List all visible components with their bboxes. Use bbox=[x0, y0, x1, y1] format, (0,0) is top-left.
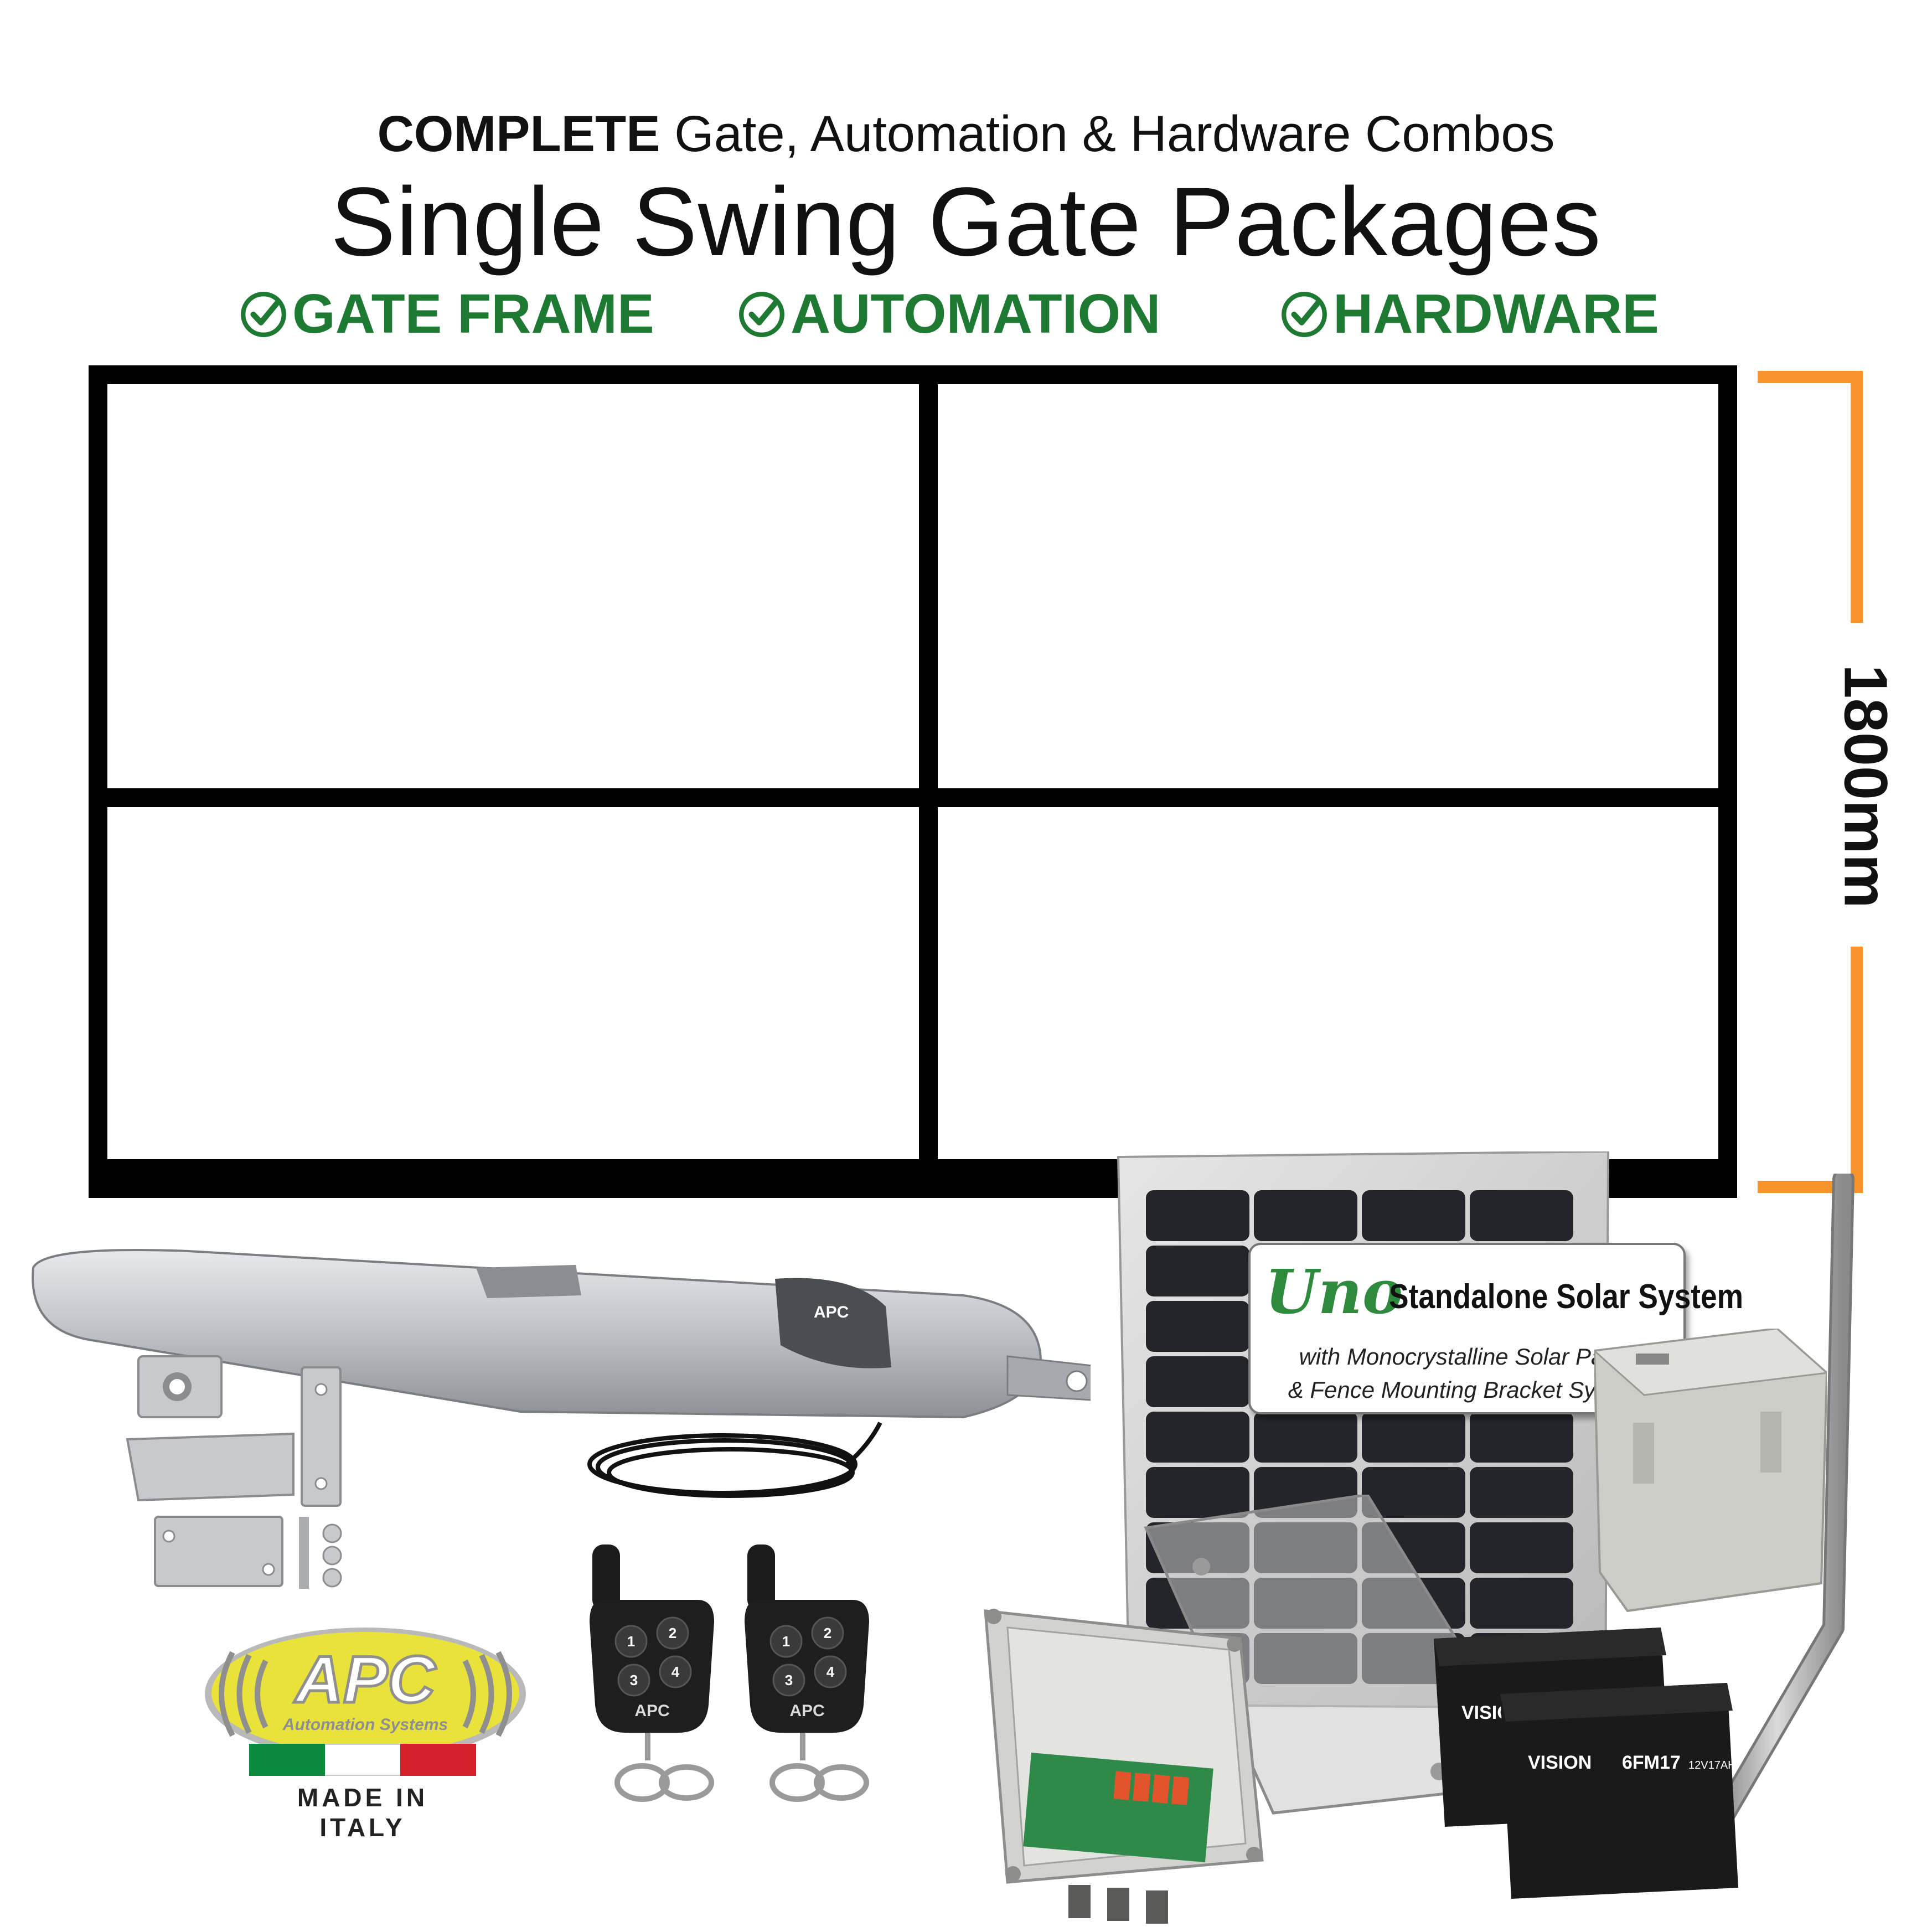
dimension-label: 1800mm bbox=[1799, 659, 1932, 913]
subtitle-rest: Gate, Automation & Hardware Combos bbox=[660, 106, 1555, 162]
check-circle-icon bbox=[241, 291, 286, 337]
remote-brand: APC bbox=[634, 1702, 669, 1720]
gate-vertical-bar bbox=[919, 384, 938, 1159]
remote-brand: APC bbox=[789, 1702, 824, 1720]
solar-cell bbox=[1146, 1301, 1249, 1352]
feature-gate-frame: GATE FRAME bbox=[238, 282, 654, 346]
dimension-value: 1800mm bbox=[1831, 664, 1900, 908]
italy-flag bbox=[249, 1744, 477, 1776]
dimension-line-upper bbox=[1851, 371, 1863, 623]
gate-horizontal-bar bbox=[107, 788, 1718, 807]
solar-cell bbox=[1146, 1190, 1249, 1241]
motor-badge-text: APC bbox=[814, 1303, 849, 1321]
feature-label: AUTOMATION bbox=[791, 283, 1161, 345]
uno-subline-1: with Monocrystalline Solar Panel bbox=[1299, 1344, 1635, 1370]
solar-cell bbox=[1470, 1522, 1573, 1573]
feature-hardware: HARDWARE bbox=[1279, 282, 1659, 346]
gate-motor-illustration: APC bbox=[32, 1249, 1091, 1419]
feature-list: GATE FRAME AUTOMATION HARDWARE bbox=[0, 282, 1932, 349]
feature-label: HARDWARE bbox=[1333, 283, 1659, 345]
remote-button-4: 4 bbox=[671, 1664, 680, 1680]
solar-cell bbox=[1146, 1246, 1249, 1296]
dimension-top-tick bbox=[1758, 371, 1863, 383]
solar-cell bbox=[1146, 1467, 1249, 1518]
battery-model: 6FM17 bbox=[1622, 1752, 1681, 1773]
apc-logo: APC Automation Systems bbox=[205, 1628, 526, 1760]
battery-enclosure-box bbox=[1594, 1329, 1827, 1613]
solar-cell bbox=[1254, 1412, 1357, 1463]
battery-2: VISION 6FM17 12V17AH bbox=[1500, 1683, 1738, 1899]
solar-cell bbox=[1146, 1412, 1249, 1463]
uno-subline-2: & Fence Mounting Bracket System bbox=[1288, 1377, 1646, 1403]
remote-control-2: 1 2 3 4 APC bbox=[745, 1544, 869, 1802]
solar-cell bbox=[1146, 1356, 1249, 1407]
feature-automation: AUTOMATION bbox=[736, 282, 1160, 346]
feature-label: GATE FRAME bbox=[292, 283, 654, 345]
check-circle-icon bbox=[1282, 291, 1327, 337]
uno-title: Standalone Solar System bbox=[1389, 1278, 1744, 1316]
solar-cell bbox=[1470, 1578, 1573, 1629]
solar-cell bbox=[1362, 1190, 1465, 1241]
made-in-italy-text: MADE IN ITALY bbox=[297, 1783, 428, 1842]
subtitle: COMPLETE Gate, Automation & Hardware Com… bbox=[0, 105, 1932, 163]
remote-button-2: 2 bbox=[824, 1625, 831, 1641]
remote-control-1: 1 2 3 4 APC bbox=[590, 1544, 714, 1802]
apc-logo-brand: APC bbox=[293, 1642, 437, 1717]
remote-button-3: 3 bbox=[785, 1672, 793, 1688]
battery-spec: 12V17AH bbox=[1688, 1759, 1736, 1771]
remote-button-3: 3 bbox=[630, 1672, 638, 1688]
uno-brand: Uno bbox=[1265, 1256, 1403, 1327]
dimension-line-lower bbox=[1851, 947, 1863, 1193]
subtitle-bold: COMPLETE bbox=[377, 106, 660, 162]
apc-logo-tagline: Automation Systems bbox=[282, 1716, 448, 1734]
mounting-pole bbox=[1699, 1174, 1854, 1849]
solar-cell bbox=[1470, 1467, 1573, 1518]
solar-cell bbox=[1362, 1467, 1465, 1518]
solar-cell bbox=[1470, 1190, 1573, 1241]
remote-button-4: 4 bbox=[826, 1664, 835, 1680]
motor-cable bbox=[587, 1422, 882, 1498]
solar-cell bbox=[1362, 1412, 1465, 1463]
solar-cell bbox=[1254, 1190, 1357, 1241]
gate-frame-diagram bbox=[89, 365, 1737, 1198]
page-title: Single Swing Gate Packages bbox=[330, 168, 1602, 276]
check-circle-icon bbox=[739, 291, 784, 337]
remote-button-1: 1 bbox=[627, 1633, 635, 1650]
remote-button-2: 2 bbox=[669, 1625, 676, 1641]
solar-cell bbox=[1470, 1412, 1573, 1463]
battery-brand: VISION bbox=[1528, 1752, 1592, 1773]
control-box bbox=[984, 1609, 1264, 1924]
remote-button-1: 1 bbox=[782, 1633, 790, 1650]
hardware-brackets bbox=[126, 1355, 342, 1589]
